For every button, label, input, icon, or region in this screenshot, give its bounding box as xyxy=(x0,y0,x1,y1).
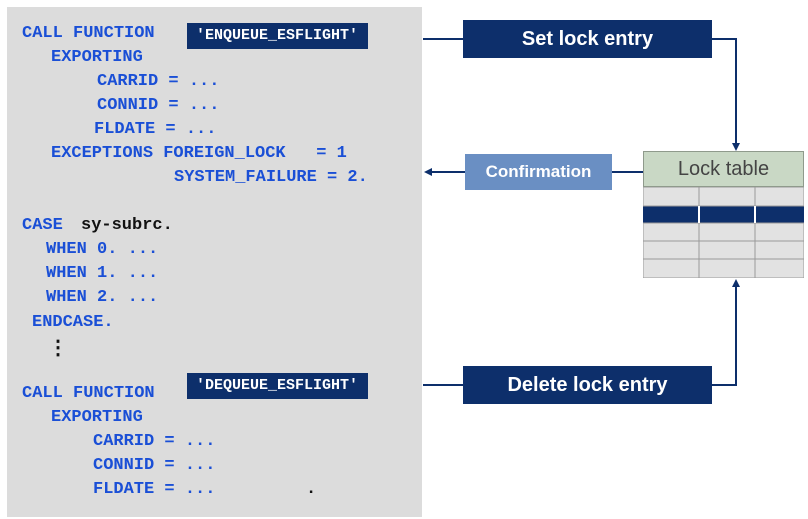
call-function-keyword-2: CALL FUNCTION xyxy=(22,384,155,403)
param-carrid-2: CARRID = ... xyxy=(93,432,216,451)
when-1: WHEN 1. ... xyxy=(46,264,159,283)
exceptions-foreign-lock: EXCEPTIONS FOREIGN_LOCK = 1 xyxy=(51,144,347,163)
exception-system-failure: SYSTEM_FAILURE = 2. xyxy=(174,168,368,187)
case-operand: sy-subrc. xyxy=(81,216,173,235)
case-keyword: CASE xyxy=(22,216,63,235)
exporting-keyword-2: EXPORTING xyxy=(51,408,143,427)
exporting-keyword: EXPORTING xyxy=(51,48,143,67)
param-connid-2: CONNID = ... xyxy=(93,456,216,475)
when-0: WHEN 0. ... xyxy=(46,240,159,259)
param-connid: CONNID = ... xyxy=(97,96,220,115)
lock-table-header: Lock table xyxy=(643,151,804,187)
set-lock-arrow xyxy=(712,38,740,151)
confirmation-box: Confirmation xyxy=(465,154,612,190)
locked-row xyxy=(643,206,804,223)
delete-lock-arrow xyxy=(712,279,740,386)
dequeue-function-name: 'DEQUEUE_ESFLIGHT' xyxy=(187,373,369,399)
vertical-ellipsis: ⋮ xyxy=(48,338,68,361)
param-fldate: FLDATE = ... xyxy=(94,120,217,139)
endcase-keyword: ENDCASE. xyxy=(32,313,114,332)
delete-lock-entry-box: Delete lock entry xyxy=(463,366,712,404)
code-panel xyxy=(7,7,422,517)
param-carrid: CARRID = ... xyxy=(97,72,220,91)
when-2: WHEN 2. ... xyxy=(46,288,159,307)
call-function-keyword: CALL FUNCTION xyxy=(22,24,155,43)
enqueue-function-name: 'ENQUEUE_ESFLIGHT' xyxy=(187,23,369,49)
trailing-dot: . xyxy=(306,480,317,499)
param-fldate-2: FLDATE = ... xyxy=(93,480,216,499)
lock-table-grid xyxy=(643,187,804,278)
set-lock-entry-box: Set lock entry xyxy=(463,20,712,58)
